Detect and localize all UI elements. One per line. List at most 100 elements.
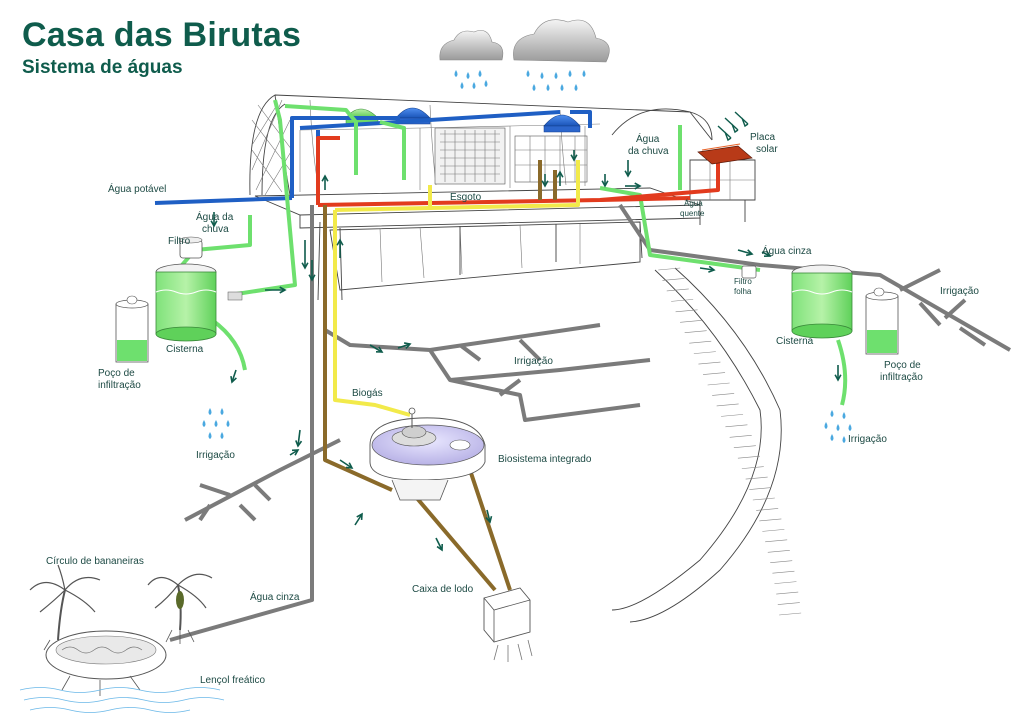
flow-arrow-icon <box>699 265 716 273</box>
water-drop-icon <box>220 432 224 439</box>
label-infiltration-well-left-2: infiltração <box>98 380 141 391</box>
stair-step <box>684 330 707 334</box>
irrigation-drops-right <box>824 410 852 443</box>
water-drop-icon <box>526 70 530 77</box>
stair-step <box>658 267 681 271</box>
stair-step <box>707 382 730 386</box>
stair-step <box>762 529 785 532</box>
rain-drops <box>454 70 586 91</box>
stair-step <box>779 612 802 616</box>
flow-arrow-icon <box>834 365 842 382</box>
label-rain-water-2: chuva <box>202 224 229 235</box>
water-table-waves <box>19 687 225 713</box>
water-drop-icon <box>484 80 488 87</box>
stair-step <box>765 539 788 543</box>
flow-arrow-icon <box>339 459 354 469</box>
water-drop-icon <box>574 84 578 91</box>
flow-arrow-icon <box>541 174 549 188</box>
water-drop-icon <box>460 82 464 89</box>
infiltration-well-right <box>865 287 899 355</box>
water-drop-icon <box>208 432 212 439</box>
water-drop-icon <box>568 70 572 77</box>
water-drop-icon <box>454 70 458 77</box>
flow-arrow-icon <box>321 174 329 190</box>
flow-arrow-icon <box>435 537 444 552</box>
stair-step <box>749 487 772 490</box>
sun-rays-icon <box>717 111 749 142</box>
flow-arrow-icon <box>485 509 493 524</box>
label-rain-water-top-1: Água <box>636 132 660 145</box>
flow-arrow-icon <box>265 286 287 294</box>
label-potable-water: Água potável <box>108 182 166 195</box>
banana-circle-pit <box>45 630 167 696</box>
filter-icon <box>179 236 203 259</box>
label-grey-water-right: Água cinza <box>762 244 812 257</box>
water-drop-icon <box>830 410 834 417</box>
label-integrated-biosystem: Biosistema integrado <box>498 454 592 465</box>
water-drop-icon <box>208 408 212 415</box>
water-drop-icon <box>472 82 476 89</box>
flow-arrow-icon <box>570 150 578 162</box>
label-rain-water-top-2: da chuva <box>628 146 669 157</box>
label-irrigation-left: Irrigação <box>196 450 235 461</box>
water-drop-icon <box>836 424 840 431</box>
stair-step <box>756 508 779 511</box>
label-irrigation-right-field: Irrigação <box>940 286 979 297</box>
infiltration-well-left <box>115 295 149 363</box>
stair-step <box>774 581 797 584</box>
water-drop-icon <box>554 72 558 79</box>
stair-step <box>741 466 764 469</box>
house-structure <box>249 94 782 623</box>
stair-step <box>745 476 768 480</box>
flow-arrow-icon <box>308 260 316 282</box>
staircase-steps <box>658 267 802 616</box>
label-solar-panel-1: Placa <box>750 132 775 143</box>
flow-arrow-icon <box>601 174 609 188</box>
biogas-pipes <box>333 160 580 417</box>
stair-step <box>770 560 793 564</box>
grey-water-pipes <box>169 203 1011 642</box>
flow-arrows <box>210 150 842 552</box>
stair-step <box>777 602 800 605</box>
water-drop-icon <box>532 84 536 91</box>
stair-step <box>767 549 790 553</box>
stair-step <box>671 299 694 302</box>
label-hot-water-2: quente <box>680 209 705 218</box>
stair-step <box>772 570 795 574</box>
label-cistern-left: Cisterna <box>166 344 204 355</box>
integrated-biosystem-icon <box>369 407 486 501</box>
water-drop-icon <box>214 420 218 427</box>
label-grey-water-left: Água cinza <box>250 590 300 603</box>
banana-tree-icon <box>147 573 213 644</box>
water-drop-icon <box>466 72 470 79</box>
water-drop-icon <box>842 412 846 419</box>
flow-arrow-icon <box>397 342 412 349</box>
irrigation-drops-left <box>202 408 230 439</box>
potable-water-tank-icon <box>543 114 581 133</box>
flow-arrow-icon <box>289 449 300 456</box>
stair-step <box>703 372 726 375</box>
water-drop-icon <box>582 70 586 77</box>
label-rain-water-1: Água da <box>196 210 234 223</box>
stair-step <box>675 309 698 313</box>
solar-panel-icon <box>697 143 753 165</box>
flow-arrow-icon <box>336 238 344 258</box>
flow-arrow-icon <box>354 512 363 526</box>
flow-arrow-icon <box>737 249 754 257</box>
flow-arrow-icon <box>624 160 632 178</box>
water-drop-icon <box>830 434 834 441</box>
label-sewage: Esgoto <box>450 192 482 203</box>
water-drop-icon <box>848 424 852 431</box>
label-infiltration-well-left-1: Poço de <box>98 368 135 379</box>
flow-arrow-icon <box>761 250 772 258</box>
stair-step <box>725 424 748 428</box>
stair-step <box>729 434 752 438</box>
stair-step <box>759 518 782 522</box>
label-filter: Filtro <box>168 236 191 247</box>
label-hot-water-1: Água <box>684 199 703 208</box>
stair-step <box>721 414 744 417</box>
label-leaf-filter-2: folha <box>734 287 752 296</box>
stair-step <box>693 351 716 354</box>
